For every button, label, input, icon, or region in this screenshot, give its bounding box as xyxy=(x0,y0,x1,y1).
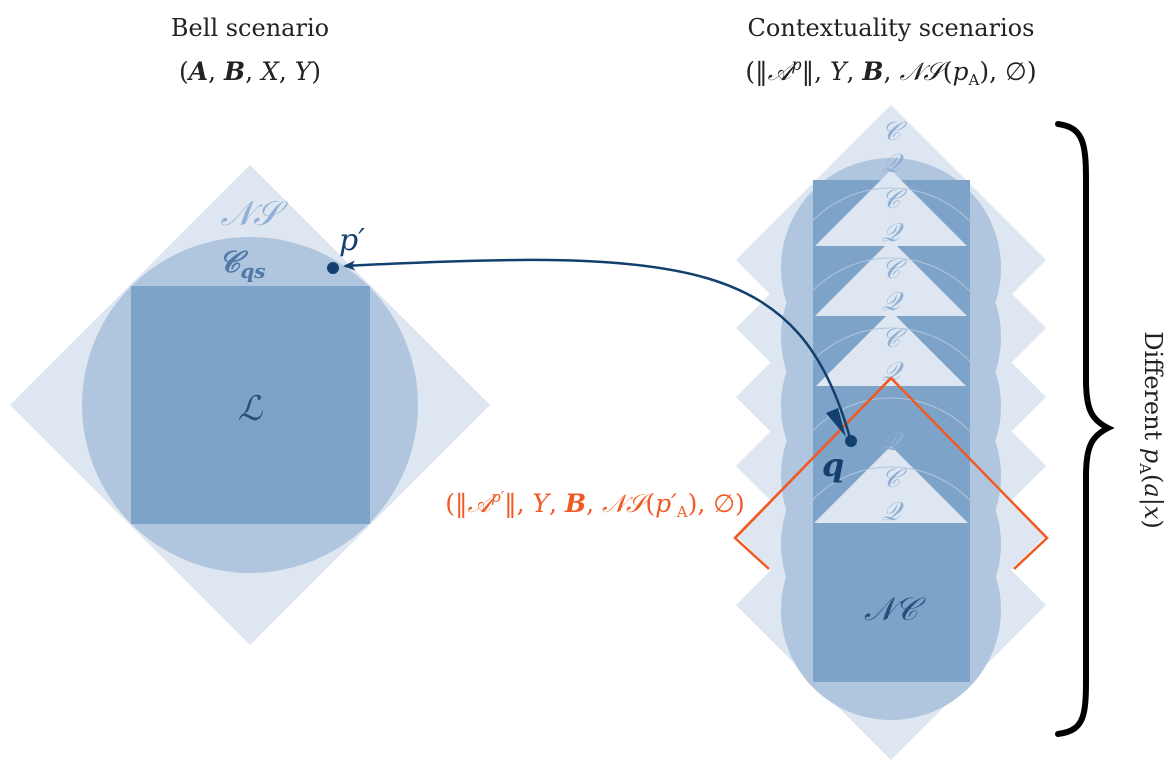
stack-arc-1 xyxy=(802,257,980,303)
bell-tuple: (A, B, X, Y) xyxy=(179,57,321,86)
contextuality-title: Contextuality scenarios xyxy=(748,14,1035,42)
mapping-arrow xyxy=(343,258,852,439)
stack-triangle-0 xyxy=(815,170,967,246)
stack-arc-2 xyxy=(802,327,980,373)
stack-q-label-4: 𝒬 xyxy=(882,427,905,457)
curly-brace xyxy=(1055,121,1115,737)
stack-q-label-0: 𝒬 xyxy=(882,149,905,179)
stack-arc-3 xyxy=(802,397,980,443)
point-q xyxy=(845,435,857,447)
stack-arc-4 xyxy=(802,466,980,512)
nc-label: 𝒩𝒞 xyxy=(864,590,927,628)
stack-triangle-1 xyxy=(815,240,967,316)
contextuality-scenarios: Contextuality scenarios (‖𝒜p‖, Y, B, 𝒩𝒮(… xyxy=(733,14,1049,760)
stack-triangle-2 xyxy=(816,311,966,386)
contextuality-tuple: (‖𝒜p‖, Y, B, 𝒩𝒮(pA), ∅) xyxy=(745,55,1036,89)
highlight-polytope-outline-left xyxy=(733,377,892,570)
point-q-label: q xyxy=(822,446,844,484)
bell-title: Bell scenario xyxy=(171,14,329,42)
brace-label: Different pA(a|x) xyxy=(1136,331,1167,529)
mapping-arrow-head-q xyxy=(826,408,846,437)
stack-q-label-5: 𝒬 xyxy=(882,497,905,527)
ns-label: 𝒩𝒮 xyxy=(221,194,289,234)
local-polytope xyxy=(131,286,370,524)
stack-q-label-3: 𝒬 xyxy=(882,357,905,387)
highlight-tuple: (‖𝒜p′‖, Y, B, 𝒩𝒮(p′A), ∅) xyxy=(445,488,745,521)
local-label: ℒ xyxy=(238,389,264,429)
point-p-prime xyxy=(327,262,339,274)
stack-triangle-3 xyxy=(814,446,968,523)
stack-arc-0 xyxy=(802,187,980,233)
bell-scenario: Bell scenario (A, B, X, Y) 𝒩𝒮 𝒞qs ℒ p′ xyxy=(10,14,490,645)
stack-q-label-1: 𝒬 xyxy=(882,218,905,248)
stack-q-label-2: 𝒬 xyxy=(882,287,905,317)
point-p-prime-label: p′ xyxy=(339,223,365,258)
